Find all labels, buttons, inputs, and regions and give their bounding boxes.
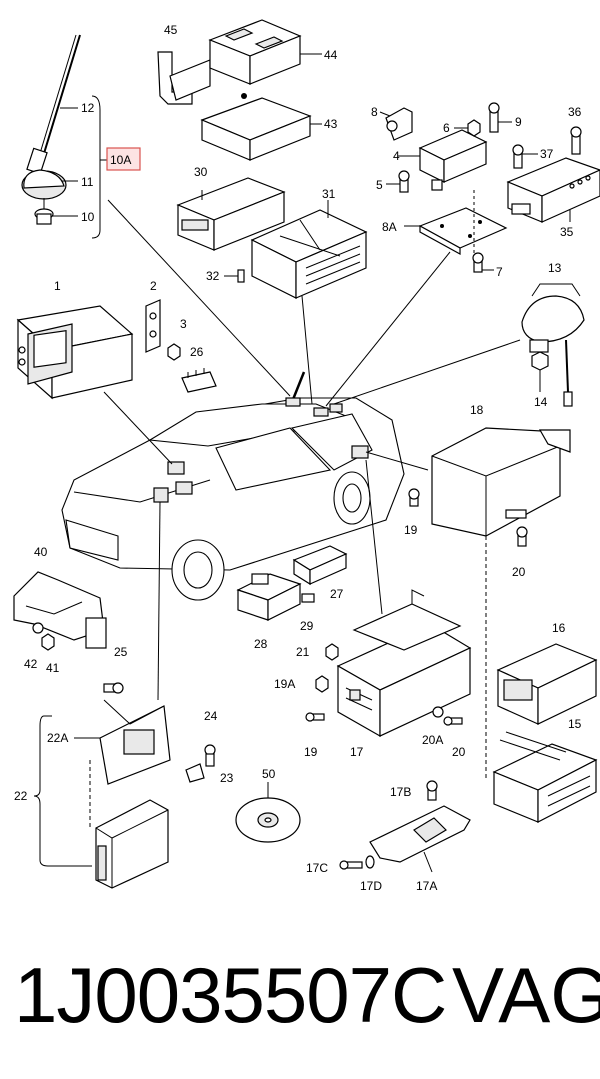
label-23: 23: [220, 771, 234, 785]
label-26: 26: [190, 345, 204, 359]
parts-diagram: 12 10A 11 10 45 44 43 30 31 32 8 6 9 4 3…: [13, 19, 600, 893]
antenna-assembly: [21, 34, 108, 239]
label-29: 29: [300, 619, 314, 633]
label-25: 25: [114, 645, 128, 659]
label-28: 28: [254, 637, 268, 651]
label-6: 6: [443, 121, 450, 135]
module-35-assembly: [506, 126, 600, 223]
bracket-22: [33, 682, 216, 889]
control-units-30-31: [176, 177, 368, 299]
label-11: 11: [81, 175, 94, 189]
label-17D: 17D: [360, 879, 382, 893]
label-30: 30: [194, 165, 208, 179]
label-10A: 10A: [110, 153, 131, 167]
units-15-16: [492, 643, 598, 823]
label-50: 50: [262, 767, 276, 781]
label-31: 31: [322, 187, 336, 201]
label-22A: 22A: [47, 731, 68, 745]
label-4: 4: [393, 149, 400, 163]
label-37: 37: [540, 147, 554, 161]
part-labels: 12 10A 11 10 45 44 43 30 31 32 8 6 9 4 3…: [14, 23, 582, 893]
housing-17: [305, 589, 472, 738]
brand-name: VAG: [452, 951, 600, 1039]
label-19-top: 19: [404, 523, 418, 537]
label-27: 27: [330, 587, 344, 601]
radio-unit-1: [16, 299, 217, 400]
label-20A: 20A: [422, 733, 443, 747]
disc-50: [235, 782, 301, 843]
bracket-18: [408, 427, 571, 780]
label-17A: 17A: [416, 879, 437, 893]
vehicle-illustration: [61, 371, 405, 601]
label-17C: 17C: [306, 861, 328, 875]
label-43: 43: [324, 117, 338, 131]
label-9: 9: [515, 115, 522, 129]
label-45: 45: [164, 23, 178, 37]
highlight-box: [106, 147, 141, 171]
label-22: 22: [14, 789, 28, 803]
label-16: 16: [552, 621, 566, 635]
label-15: 15: [568, 717, 582, 731]
label-8A: 8A: [382, 220, 397, 234]
label-20-bottom: 20: [452, 745, 466, 759]
part-number: 1J0035507C: [14, 951, 447, 1039]
bracket-40: [13, 571, 107, 651]
label-3: 3: [180, 317, 187, 331]
footer: 1J0035507C VAG: [0, 935, 600, 1055]
leader-lines: [103, 199, 521, 701]
label-19A: 19A: [274, 677, 295, 691]
label-18: 18: [470, 403, 484, 417]
label-5: 5: [376, 178, 383, 192]
label-10: 10: [81, 210, 95, 224]
label-17: 17: [350, 745, 364, 759]
label-20-top: 20: [512, 565, 526, 579]
bracket-assembly-4-8: [379, 102, 512, 273]
label-12: 12: [81, 101, 95, 115]
roof-antenna-13: [521, 283, 585, 407]
label-40: 40: [34, 545, 48, 559]
label-14: 14: [534, 395, 548, 409]
label-8: 8: [371, 105, 378, 119]
label-2: 2: [150, 279, 157, 293]
navigation-modules-top: [157, 19, 322, 161]
label-17B: 17B: [390, 785, 411, 799]
bracket-17A: [339, 780, 471, 873]
label-44: 44: [324, 48, 338, 62]
relay-block-27-28: [236, 545, 348, 621]
label-7: 7: [496, 265, 503, 279]
label-36: 36: [568, 105, 582, 119]
label-13: 13: [548, 261, 562, 275]
label-41: 41: [46, 661, 60, 675]
label-24: 24: [204, 709, 218, 723]
label-19-bottom: 19: [304, 745, 318, 759]
label-42: 42: [24, 657, 38, 671]
label-1: 1: [54, 279, 61, 293]
label-21: 21: [296, 645, 310, 659]
label-32: 32: [206, 269, 220, 283]
label-35: 35: [560, 225, 574, 239]
